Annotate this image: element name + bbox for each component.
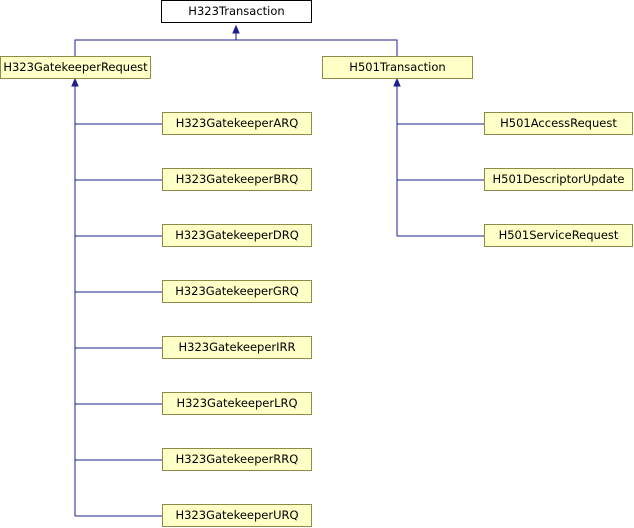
edge-root-to-h501-transaction [236,39,398,56]
node-h323-gatekeeper-request[interactable]: H323GatekeeperRequest [0,56,151,79]
node-h501-descriptor-update[interactable]: H501DescriptorUpdate [484,168,633,191]
node-h323-gatekeeper-drq[interactable]: H323GatekeeperDRQ [162,224,312,247]
node-h323-gatekeeper-irr[interactable]: H323GatekeeperIRR [162,336,312,359]
node-h323-gatekeeper-rrq[interactable]: H323GatekeeperRRQ [162,448,312,471]
node-h323-transaction[interactable]: H323Transaction [161,0,312,23]
arrowhead-h501-transaction [393,77,401,87]
edge-root-to-gatekeeper-request [74,27,237,56]
node-h501-service-request[interactable]: H501ServiceRequest [484,224,633,247]
node-h323-gatekeeper-grq[interactable]: H323GatekeeperGRQ [162,280,312,303]
node-h323-gatekeeper-brq[interactable]: H323GatekeeperBRQ [162,168,312,191]
node-h323-gatekeeper-arq[interactable]: H323GatekeeperARQ [162,112,312,135]
node-h501-access-request[interactable]: H501AccessRequest [484,112,633,135]
arrowhead-root [232,24,240,34]
node-h501-transaction[interactable]: H501Transaction [322,56,473,79]
node-h323-gatekeeper-urq[interactable]: H323GatekeeperURQ [162,504,312,527]
node-h323-gatekeeper-lrq[interactable]: H323GatekeeperLRQ [162,392,312,415]
arrowhead-gatekeeper-request [71,77,79,87]
